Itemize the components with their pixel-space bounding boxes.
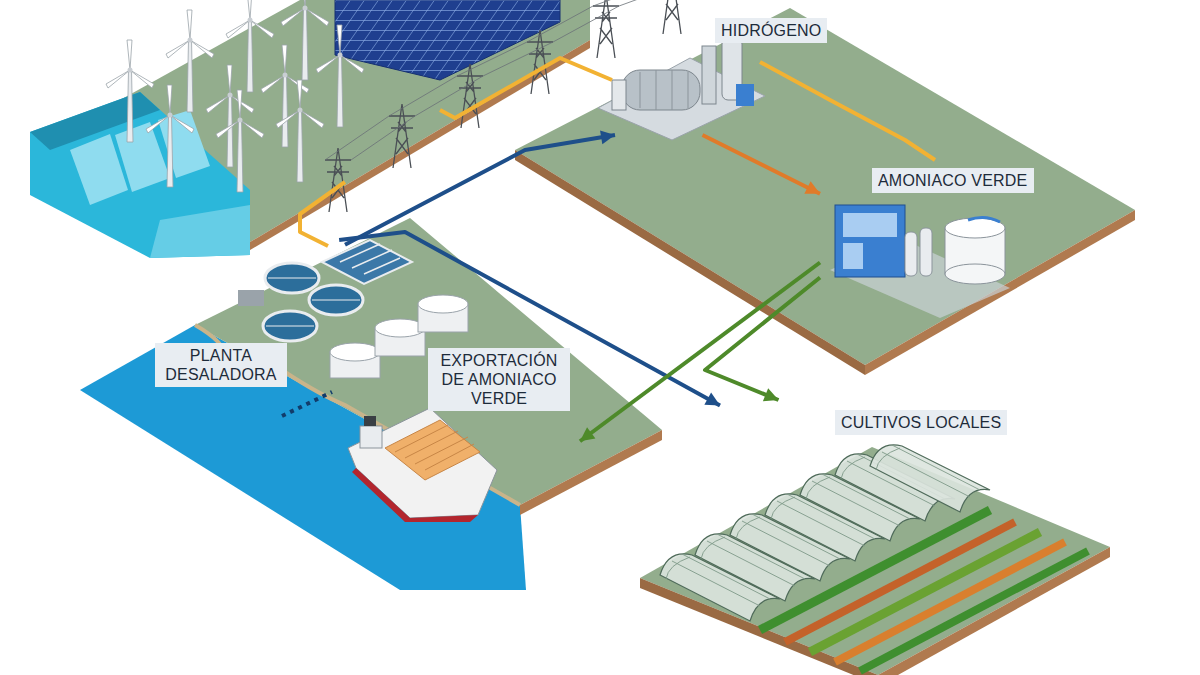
crops-ground xyxy=(640,447,1110,675)
ammonia-plant-part xyxy=(920,228,932,276)
storage-tanks-part xyxy=(418,295,468,313)
desalination-plant-part xyxy=(238,290,264,306)
dam-part xyxy=(30,92,250,258)
power-lines xyxy=(300,58,935,246)
power-pylons-part xyxy=(457,64,483,128)
ammonia-plant-part xyxy=(945,218,1005,238)
facility-label: HIDRÓGENO xyxy=(715,18,827,43)
desalination-plant-part xyxy=(340,244,400,274)
cargo-ship xyxy=(348,408,497,522)
wind-turbines-part xyxy=(276,80,324,182)
hydrogen-plant-part xyxy=(702,46,716,104)
desalination-plant-part xyxy=(322,240,412,284)
wind-turbines xyxy=(106,0,364,192)
storage-tanks-part xyxy=(330,343,380,361)
wind-turbines-part xyxy=(316,25,364,127)
dam xyxy=(30,92,250,258)
ammonia-plant-part xyxy=(843,243,863,269)
wind-turbines-part xyxy=(216,90,264,192)
power-lines-part xyxy=(440,58,612,118)
flow-line xyxy=(345,135,615,245)
facility-label: EXPORTACIÓN DE AMONIACO VERDE xyxy=(428,348,570,411)
flow-connector xyxy=(705,278,820,402)
cargo-ship-part xyxy=(360,426,382,448)
hydrogen-plant-part xyxy=(640,70,688,110)
crops-ground-part xyxy=(640,447,1110,675)
industry-ground-part xyxy=(515,8,1135,365)
ammonia-plant-part xyxy=(945,264,1005,284)
power-lines-part xyxy=(760,62,935,160)
facility-label: PLANTA DESALADORA xyxy=(155,343,287,387)
ammonia-plant-part xyxy=(968,217,1000,222)
flow-line xyxy=(705,278,820,401)
arrowhead xyxy=(704,393,720,406)
facility-region: AMONIACO VERDE xyxy=(820,165,1050,290)
greenhouses xyxy=(660,445,990,621)
wind-turbines-part xyxy=(206,65,254,167)
cargo-ship-part xyxy=(395,425,474,470)
ammonia-plant xyxy=(830,205,1010,318)
hydrogen-plant xyxy=(598,38,765,140)
hydrogen-plant-part xyxy=(612,80,626,110)
solar-panels-part xyxy=(335,0,560,80)
ammonia-plant-part xyxy=(843,213,897,237)
cargo-ship-part xyxy=(352,468,478,522)
facility-region: PLANTA DESALADORA xyxy=(150,240,345,395)
wind-turbines-part xyxy=(146,85,194,187)
desalination-ground-part xyxy=(520,430,662,515)
crop-rows-part xyxy=(835,542,1065,662)
ammonia-plant-part xyxy=(835,205,905,277)
power-pylons-part xyxy=(593,0,619,58)
arrowhead xyxy=(600,130,615,144)
wind-turbines-part xyxy=(226,0,274,92)
facility-region: HIDRÓGENO xyxy=(590,12,840,135)
ammonia-plant-part xyxy=(905,232,917,276)
facility-region: EXPORTACIÓN DE AMONIACO VERDE xyxy=(345,345,580,520)
facility-label: CULTIVOS LOCALES xyxy=(835,410,1007,435)
arrowhead xyxy=(763,388,779,401)
hydrogen-plant-part xyxy=(736,84,754,106)
hydrogen-plant-part xyxy=(622,70,700,110)
facility-region: CULTIVOS LOCALES xyxy=(720,400,1110,670)
flow-connector xyxy=(580,263,820,442)
crops-ground-part xyxy=(878,547,1110,675)
flow-connector xyxy=(345,130,615,244)
cargo-ship-part xyxy=(385,420,480,480)
cargo-ship-part xyxy=(348,408,497,518)
desalination-plant-part xyxy=(266,278,360,326)
flow-line xyxy=(580,263,820,442)
wind-turbines-part xyxy=(166,10,214,112)
power-lines-part xyxy=(300,182,345,246)
facility-label: AMONIACO VERDE xyxy=(872,168,1034,193)
dam-part xyxy=(150,205,250,258)
arrowhead xyxy=(804,181,820,194)
flow-line xyxy=(703,135,821,194)
industry-ground xyxy=(515,8,1135,375)
wind-turbines-part xyxy=(106,40,154,142)
crop-rows-part xyxy=(860,551,1088,671)
desalination-plant-part xyxy=(282,392,332,416)
arrowhead xyxy=(580,427,595,441)
solar-panels xyxy=(335,0,560,80)
power-pylons-part xyxy=(659,0,685,34)
industry-ground-part xyxy=(515,150,865,375)
dam-part xyxy=(158,110,210,178)
dam-part xyxy=(115,122,170,192)
greenhouses-part xyxy=(870,445,990,512)
cargo-ship-part xyxy=(364,416,376,426)
flow-connector xyxy=(703,135,821,194)
